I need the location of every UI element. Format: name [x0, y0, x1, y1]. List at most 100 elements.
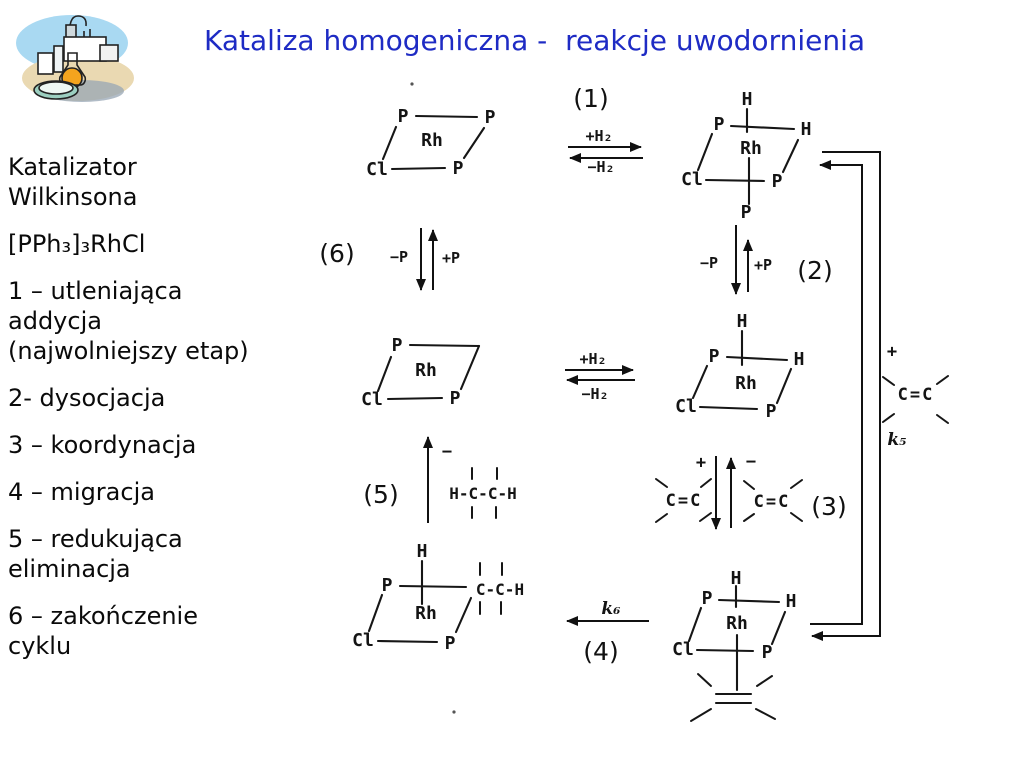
- atom-cl: Cl: [675, 396, 697, 417]
- atom-p: P: [382, 575, 393, 596]
- legend-line: addycja: [8, 307, 102, 335]
- atom-cl: Cl: [681, 169, 703, 190]
- plus-p-label: +P: [442, 249, 460, 267]
- legend-line: Katalizator: [8, 153, 137, 181]
- plus-h2-label: +H₂: [585, 127, 612, 145]
- minus-p-label: −P: [700, 254, 718, 272]
- legend-line: 3 – koordynacja: [8, 431, 197, 459]
- atom-h: H: [417, 541, 428, 562]
- atom-p: P: [485, 107, 496, 128]
- k6-label: k₆: [601, 599, 620, 619]
- complex-rhclp2: P Rh Cl P: [361, 335, 481, 410]
- legend-panel: Katalizator Wilkinsona [PPh₃]₃RhCl 1 – u…: [8, 152, 338, 678]
- atom-p: P: [392, 335, 403, 356]
- scan-speck: [452, 710, 456, 714]
- legend-line: 6 – zakończenie: [8, 602, 198, 630]
- step-3-label: (3): [811, 492, 846, 521]
- ethane-product: H-C-C-H: [449, 467, 517, 519]
- legend-line: (najwolniejszy etap): [8, 337, 249, 365]
- legend-line: Wilkinsona: [8, 183, 138, 211]
- legend-line: 2- dysocjacja: [8, 384, 166, 412]
- legend-formula: [PPh₃]₃RhCl: [8, 229, 338, 259]
- atom-h: H: [786, 591, 797, 612]
- alkene-right: C=C: [743, 479, 803, 522]
- atom-p: P: [450, 388, 461, 409]
- atom-h: H: [731, 568, 742, 589]
- complex-h2rhclp2: H P H Rh Cl P: [675, 311, 804, 422]
- step-5-label: (5): [363, 480, 398, 509]
- atom-p: P: [766, 401, 777, 422]
- minus-sign: −: [746, 452, 756, 472]
- minus-sign: −: [442, 442, 452, 462]
- minus-p-label: −P: [390, 248, 408, 266]
- minus-h2-label: −H₂: [581, 385, 608, 403]
- plus-sign: +: [887, 342, 897, 362]
- alkene-left: C=C: [655, 478, 712, 523]
- step-6-label: (6): [319, 239, 354, 268]
- equilibrium-1-arrows: (1) +H₂ −H₂: [568, 84, 643, 176]
- step-5-arrow: (5) − H-C-C-H: [363, 436, 517, 523]
- atom-rh: Rh: [726, 613, 748, 634]
- atom-rh: Rh: [415, 360, 437, 381]
- complex-h2rhclp3: H P H Rh Cl P P: [681, 89, 811, 223]
- alkene-side: C=C: [882, 375, 949, 424]
- atom-cl: Cl: [672, 639, 694, 660]
- legend-line: 1 – utleniająca: [8, 277, 183, 305]
- legend-step-6: 6 – zakończenie cyklu: [8, 601, 338, 661]
- atom-p: P: [453, 158, 464, 179]
- scan-speck: [410, 82, 414, 86]
- legend-step-4: 4 – migracja: [8, 477, 338, 507]
- equilibrium-2-arrows: +H₂ −H₂: [565, 350, 635, 403]
- step-2-label: (2): [797, 256, 832, 285]
- atom-cl: Cl: [366, 159, 388, 180]
- legend-line: [PPh₃]₃RhCl: [8, 230, 146, 258]
- step-4-label: (4): [583, 637, 618, 666]
- step-3-arrows: + C=C − C=C (3): [655, 452, 847, 530]
- atom-cl: Cl: [361, 389, 383, 410]
- atom-p: P: [762, 642, 773, 663]
- atom-cl: Cl: [352, 630, 374, 651]
- atom-p: P: [772, 171, 783, 192]
- plus-p-label: +P: [754, 256, 772, 274]
- atom-p: P: [709, 346, 720, 367]
- atom-rh: Rh: [735, 373, 757, 394]
- cycle-return-arrows: + C=C k₅: [810, 151, 949, 641]
- atom-h: H: [801, 119, 812, 140]
- plus-h2-label: +H₂: [579, 350, 606, 368]
- complex-alkene: H P H Rh Cl P: [672, 568, 797, 722]
- atom-p: P: [741, 202, 752, 223]
- atom-rh: Rh: [421, 130, 443, 151]
- atom-p: P: [445, 633, 456, 654]
- atom-p: P: [398, 106, 409, 127]
- legend-step-5: 5 – redukująca eliminacja: [8, 524, 338, 584]
- k5-label: k₅: [887, 430, 906, 450]
- minus-h2-label: −H₂: [587, 158, 614, 176]
- alkene-label: C=C: [898, 385, 935, 405]
- step-2-arrows: −P +P (2): [700, 225, 833, 295]
- step-1-label: (1): [573, 84, 608, 113]
- legend-step-3: 3 – koordynacja: [8, 430, 338, 460]
- atom-h: H: [794, 349, 805, 370]
- atom-p: P: [702, 588, 713, 609]
- legend-line: 4 – migracja: [8, 478, 155, 506]
- complex-rhclp3: P P Rh Cl P: [366, 106, 495, 180]
- atom-h: H: [737, 311, 748, 332]
- legend-line: 5 – redukująca: [8, 525, 183, 553]
- alkene-label: C=C: [666, 491, 703, 511]
- step-6-arrows: (6) −P +P: [319, 228, 460, 291]
- atom-rh: Rh: [415, 603, 437, 624]
- legend-step-1: 1 – utleniająca addycja (najwolniejszy e…: [8, 276, 338, 366]
- atom-rh: Rh: [740, 138, 762, 159]
- clipart-factory: [63, 15, 119, 62]
- complex-alkyl-hydride: H P C-C-H Rh Cl P: [352, 541, 524, 654]
- ethane-label: H-C-C-H: [449, 484, 516, 503]
- legend-line: eliminacja: [8, 555, 131, 583]
- legend-line: cyklu: [8, 632, 72, 660]
- k6-arrow: k₆ (4): [566, 599, 649, 666]
- plus-sign: +: [696, 453, 706, 473]
- chemistry-lab-clipart: [16, 15, 134, 102]
- alkene-label: C=C: [754, 492, 791, 512]
- legend-step-2: 2- dysocjacja: [8, 383, 338, 413]
